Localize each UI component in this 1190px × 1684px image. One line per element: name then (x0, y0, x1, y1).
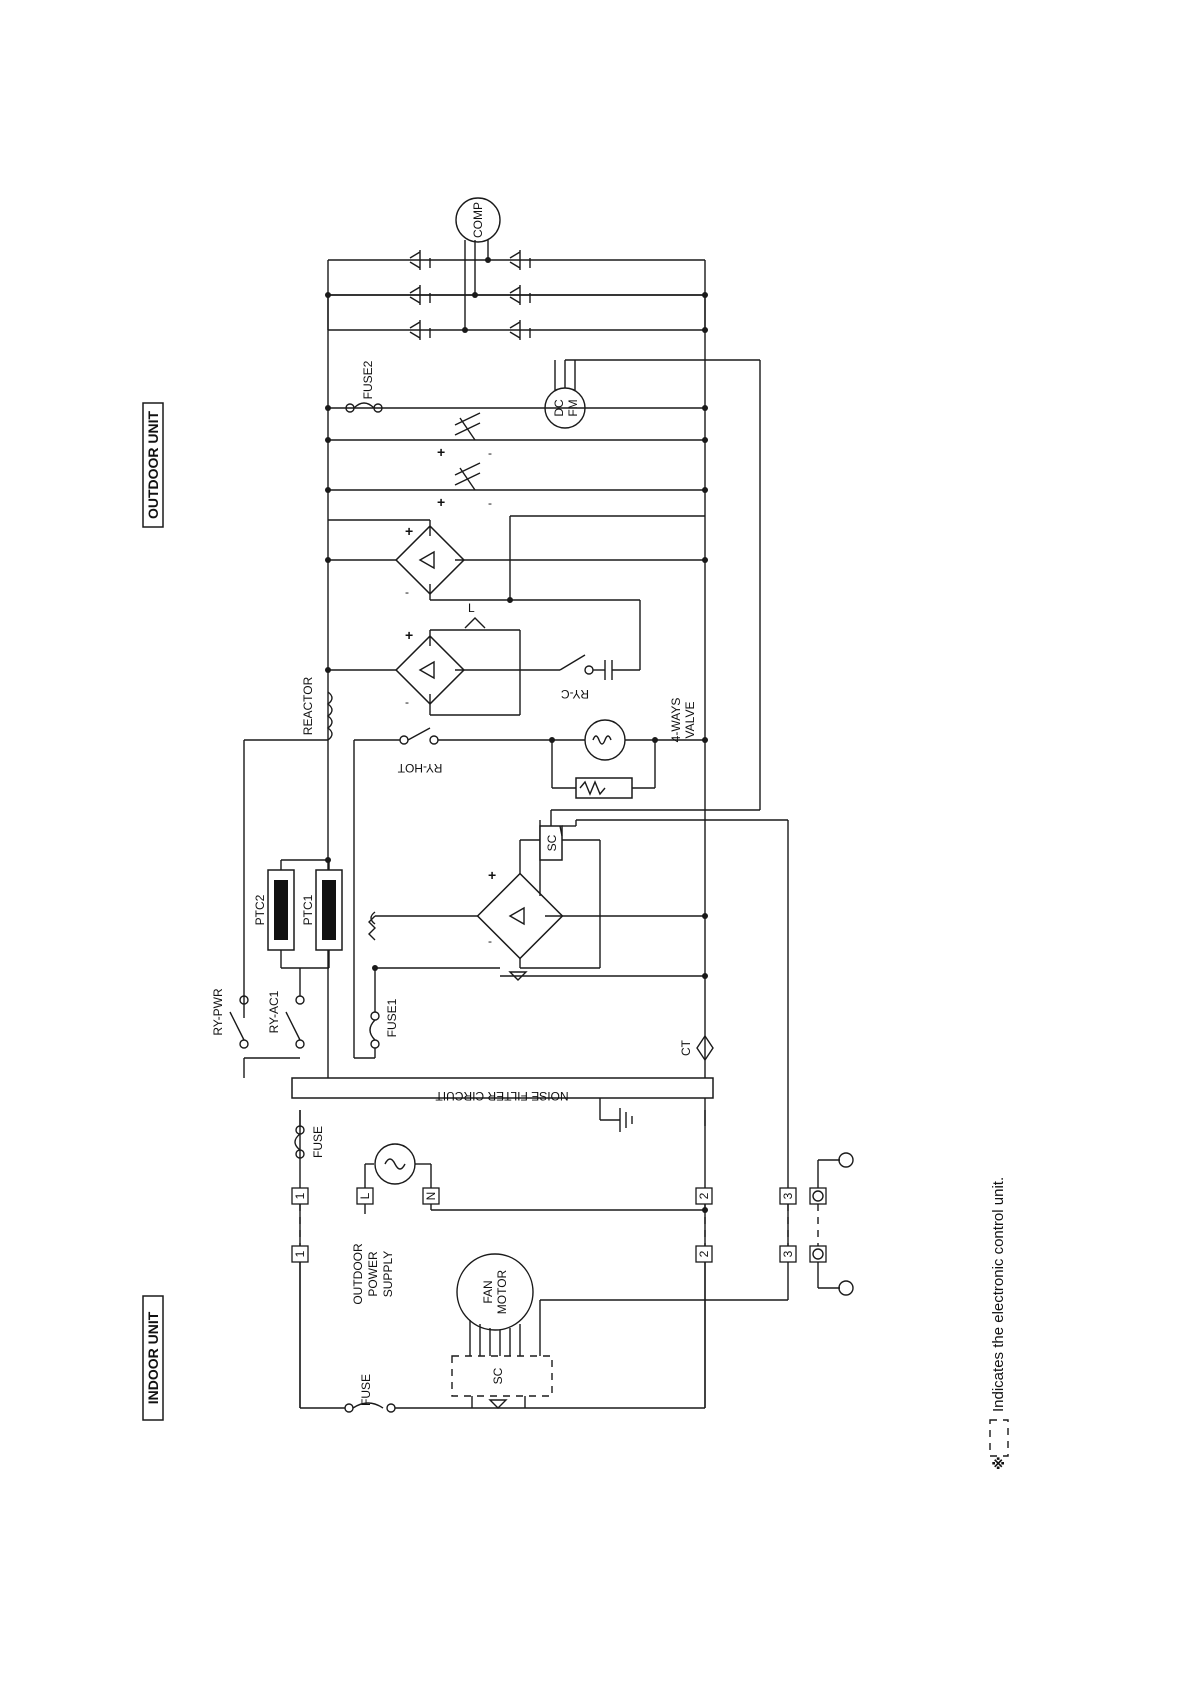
svg-text:COMP: COMP (471, 202, 485, 238)
svg-text:+: + (437, 494, 445, 510)
svg-text:3: 3 (781, 1250, 795, 1257)
svg-text:4-WAYS: 4-WAYS (669, 698, 683, 743)
outdoor-power-supply: OUTDOOR POWER SUPPLY (351, 1144, 705, 1305)
svg-text:INDOOR UNIT: INDOOR UNIT (145, 1311, 161, 1404)
svg-text:-: - (488, 496, 492, 510)
svg-text:1: 1 (293, 1250, 307, 1257)
sc-outdoor: SC (540, 360, 788, 1188)
svg-text:+: + (405, 627, 413, 643)
svg-text:+: + (437, 444, 445, 460)
svg-text:FUSE1: FUSE1 (385, 998, 399, 1037)
svg-text:RY-AC1: RY-AC1 (267, 990, 281, 1033)
svg-text:VALVE: VALVE (683, 702, 697, 739)
svg-text:RY-PWR: RY-PWR (211, 988, 225, 1036)
svg-text:2: 2 (697, 1192, 711, 1199)
svg-text:N: N (424, 1192, 438, 1201)
svg-text:SUPPLY: SUPPLY (381, 1251, 395, 1297)
svg-text:POWER: POWER (366, 1251, 380, 1297)
relay-ptc-section: RY-PWR RY-AC1 PTC2 PTC1 FUSE1 (211, 740, 500, 1078)
legend-note: ※ Indicates the electronic control unit. (990, 1177, 1008, 1470)
svg-text:-: - (488, 934, 492, 948)
svg-text:※: ※ (991, 1456, 1007, 1470)
svg-text:3: 3 (781, 1192, 795, 1199)
svg-text:-: - (488, 446, 492, 460)
four-way-valve-circuit: RY-HOT 4-WAYS VALVE (354, 698, 705, 798)
indoor-unit-title: INDOOR UNIT (143, 1296, 163, 1420)
dc-bus-capacitors: + + - - (325, 405, 708, 510)
svg-text:OUTDOOR: OUTDOOR (351, 1243, 365, 1305)
ground-terminals (810, 1153, 853, 1295)
svg-text:1: 1 (293, 1192, 307, 1199)
svg-text:FUSE: FUSE (359, 1374, 373, 1406)
svg-text:REACTOR: REACTOR (301, 676, 315, 735)
svg-text:RY-HOT: RY-HOT (397, 761, 442, 775)
svg-text:FAN: FAN (481, 1280, 495, 1303)
svg-text:PTC2: PTC2 (253, 894, 267, 925)
indoor-fuse: FUSE (345, 1374, 395, 1412)
svg-text:+: + (488, 867, 496, 883)
noise-filter-circuit: NOISE FILTER CIRCUIT (292, 1078, 713, 1132)
svg-text:FM: FM (566, 399, 580, 416)
svg-text:L: L (468, 601, 475, 615)
svg-text:SC: SC (545, 834, 559, 851)
svg-text:L: L (358, 1192, 372, 1199)
svg-text:RY-C: RY-C (561, 687, 589, 701)
dc-fan-motor: FUSE2 DC FM (346, 360, 585, 428)
svg-text:DC: DC (552, 399, 566, 417)
svg-text:FUSE2: FUSE2 (361, 360, 375, 399)
svg-text:-: - (405, 695, 409, 709)
sc-power-bridge: - + (369, 820, 705, 980)
compressor: COMP (456, 198, 500, 242)
pfc-bridge: + - L RY-C (328, 597, 640, 715)
svg-text:NOISE FILTER CIRCUIT: NOISE FILTER CIRCUIT (435, 1089, 569, 1103)
terminal-block-outdoor: 1 2 3 L N (292, 1188, 796, 1204)
svg-text:OUTDOOR UNIT: OUTDOOR UNIT (145, 411, 161, 520)
main-rails (300, 295, 705, 1408)
main-bridge: + - (328, 516, 705, 600)
inter-unit-links (300, 1204, 818, 1408)
svg-text:Indicates the electronic contr: Indicates the electronic control unit. (990, 1177, 1007, 1412)
svg-text:MOTOR: MOTOR (495, 1269, 509, 1314)
svg-text:-: - (405, 585, 409, 599)
indoor-fan-motor: FAN MOTOR (457, 1254, 533, 1356)
svg-text:CT: CT (679, 1039, 693, 1056)
svg-text:FUSE: FUSE (311, 1126, 325, 1158)
svg-text:2: 2 (697, 1250, 711, 1257)
svg-text:SC: SC (491, 1367, 505, 1384)
outdoor-unit-title: OUTDOOR UNIT (143, 403, 163, 527)
svg-text:PTC1: PTC1 (301, 894, 315, 925)
ct-sensor: CT (679, 1036, 713, 1060)
svg-text:+: + (405, 523, 413, 539)
inverter-bridge (325, 240, 708, 340)
